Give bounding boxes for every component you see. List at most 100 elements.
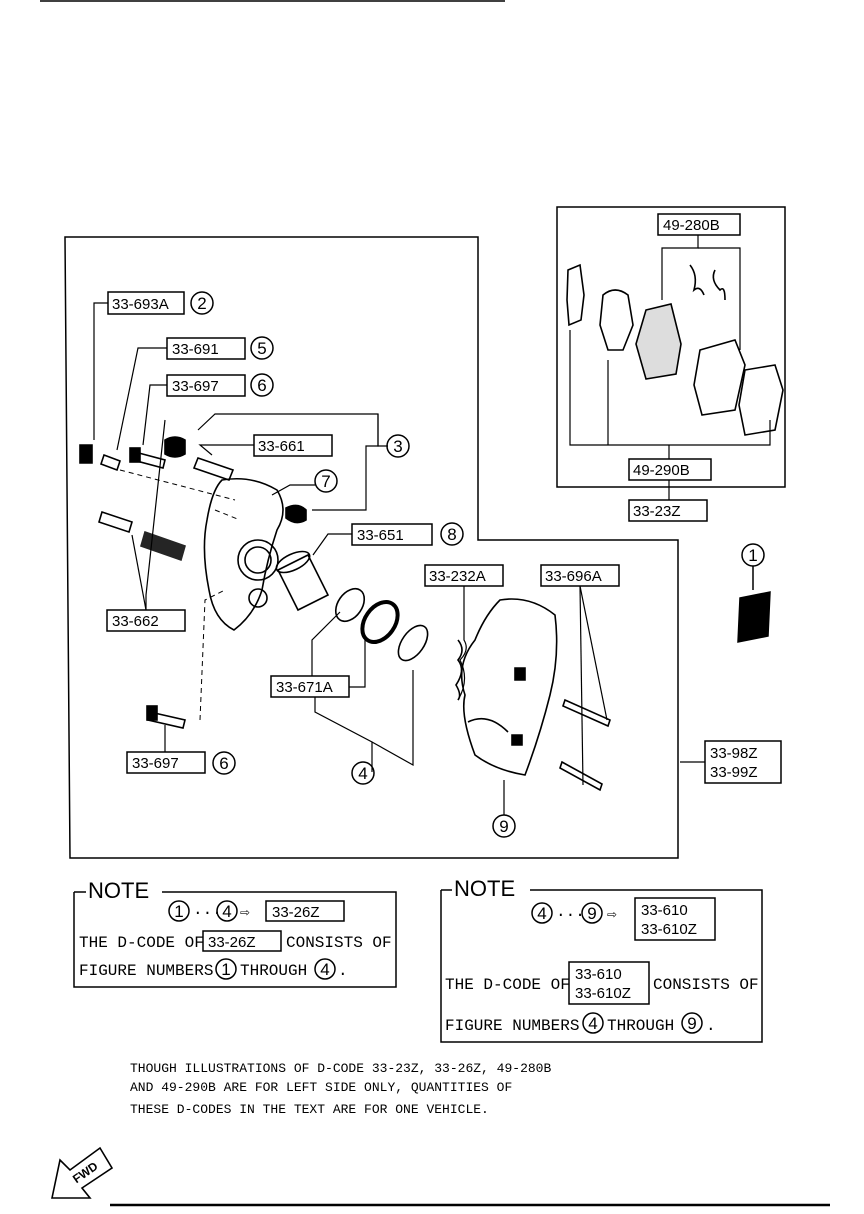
callout-33-697-lower: 33-697 <box>126 751 206 774</box>
callout-33-98z-text: 33-98Z <box>710 745 758 762</box>
fig-num-1-text: 1 <box>748 546 757 565</box>
note-right-text2-to: 9 <box>687 1014 696 1033</box>
note-left-text2a: FIGURE NUMBERS <box>79 962 213 980</box>
note-right-code1: 33-610 <box>641 902 688 919</box>
callout-33-662: 33-662 <box>106 609 186 632</box>
note-left-text2-to: 4 <box>320 960 329 979</box>
slide-pin-lower-part <box>559 760 603 792</box>
fig-num-8-text: 8 <box>447 525 456 544</box>
shim-inner-part <box>599 289 634 351</box>
callout-49-280b-text: 49-280B <box>663 217 720 234</box>
leader-lines <box>93 235 771 815</box>
pad-kit-parts <box>566 263 784 436</box>
note-right-text1b: CONSISTS OF <box>653 976 759 994</box>
note-right-arrow: ⇨ <box>607 906 617 924</box>
fig-num-8: 8 <box>440 522 464 546</box>
callout-33-651-text: 33-651 <box>357 527 404 544</box>
note-right-code2: 33-610Z <box>641 921 697 938</box>
callout-33-651: 33-651 <box>351 523 433 546</box>
slide-pin-upper-part <box>562 698 611 728</box>
brake-pad-outer-part <box>635 303 682 380</box>
callout-33-697-upper-text: 33-697 <box>172 378 219 395</box>
boot-7-part <box>285 504 307 524</box>
callout-33-23z-text: 33-23Z <box>633 503 681 520</box>
caliper-bore <box>237 539 279 581</box>
hardware-kit-part <box>737 566 771 643</box>
callout-49-280b: 49-280B <box>657 213 741 236</box>
callout-33-697-upper: 33-697 <box>166 374 246 397</box>
anti-rattle-spring-part <box>455 639 463 701</box>
fig-num-6-upper: 6 <box>250 373 274 397</box>
note-left-to: 4 <box>222 902 231 921</box>
note-left-code: 33-26Z <box>272 904 320 921</box>
note-right-from: 4 <box>537 904 546 923</box>
fig-num-3: 3 <box>386 434 410 458</box>
shim-back-part <box>738 364 784 436</box>
footnote-line2: AND 49-290B ARE FOR LEFT SIDE ONLY, QUAN… <box>130 1080 512 1095</box>
shim-outer-part <box>566 263 585 327</box>
note-left-text2-from: 1 <box>221 960 230 979</box>
fig-num-2: 2 <box>190 291 214 315</box>
callout-33-671a-text: 33-671A <box>276 679 333 696</box>
note-right-text2-from: 4 <box>588 1014 597 1033</box>
note-right-dots: ··· <box>556 906 585 924</box>
fig-num-1: 1 <box>741 543 765 567</box>
fig-num-4: 4 <box>351 761 375 785</box>
fig-num-6-lower-text: 6 <box>219 754 228 773</box>
note-left: NOTE 1 ··· 4 ⇨ 33-26Z THE D-CODE OF 33-2… <box>73 878 397 988</box>
note-right-text2a: FIGURE NUMBERS <box>445 1017 579 1035</box>
callout-33-671a: 33-671A <box>270 675 350 698</box>
note-left-text1a: THE D-CODE OF <box>79 934 204 952</box>
note-left-arrow: ⇨ <box>240 904 250 922</box>
note-right-text1a: THE D-CODE OF <box>445 976 570 994</box>
note-right-to: 9 <box>587 904 596 923</box>
callout-33-661-text: 33-661 <box>258 438 305 455</box>
note-right: NOTE 4 ··· 9 ⇨ 33-610 33-610Z THE D-CODE… <box>440 876 763 1043</box>
bleeder-screw-part <box>99 453 122 472</box>
note-left-text2b: THROUGH <box>240 962 307 980</box>
callout-33-691: 33-691 <box>166 337 246 360</box>
dashed-assembly-lines <box>119 469 241 721</box>
snap-ring-part <box>397 624 429 662</box>
caliper-parts <box>79 436 611 792</box>
note-left-text1-code: 33-26Z <box>208 934 256 951</box>
callout-49-290b-text: 49-290B <box>633 462 690 479</box>
note-left-text2c: . <box>338 962 348 980</box>
guide-pin-lower-part <box>98 510 133 534</box>
fig-num-3-text: 3 <box>393 437 402 456</box>
fig-num-9-text: 9 <box>499 817 508 836</box>
piston-seal-part <box>334 587 366 623</box>
bleeder-cap-part <box>79 444 93 464</box>
fig-num-5: 5 <box>250 336 274 360</box>
callout-33-232a: 33-232A <box>424 564 504 587</box>
callout-33-693a-text: 33-693A <box>112 296 169 313</box>
note-right-text2b: THROUGH <box>607 1017 674 1035</box>
callout-33-23z: 33-23Z <box>628 499 708 522</box>
footnote: THOUGH ILLUSTRATIONS OF D-CODE 33-23Z, 3… <box>130 1061 551 1117</box>
note-left-text1b: CONSISTS OF <box>286 934 392 952</box>
pad-clip-part <box>689 264 726 301</box>
note-left-heading: NOTE <box>88 878 149 903</box>
main-frame <box>64 236 679 859</box>
callout-33-661: 33-661 <box>253 434 333 457</box>
note-right-text1-code1: 33-610 <box>575 966 622 983</box>
callout-33-696a-text: 33-696A <box>545 568 602 585</box>
note-left-from: 1 <box>174 902 183 921</box>
fig-num-7: 7 <box>314 469 338 493</box>
fig-num-5-text: 5 <box>257 339 266 358</box>
footnote-line1: THOUGH ILLUSTRATIONS OF D-CODE 33-23Z, 3… <box>130 1061 551 1076</box>
fwd-arrow-icon: FWD <box>51 1146 114 1199</box>
fig-num-9: 9 <box>492 814 516 838</box>
caliper-bracket-part <box>460 598 558 776</box>
callout-33-232a-text: 33-232A <box>429 568 486 585</box>
callout-33-98z-99z: 33-98Z 33-99Z <box>704 740 782 784</box>
brake-pad-inner-part <box>693 339 746 416</box>
note-left-dots: ··· <box>193 904 222 922</box>
fig-num-4-text: 4 <box>358 764 367 783</box>
fig-num-7-text: 7 <box>321 472 330 491</box>
guide-pin-upper-part <box>192 456 235 482</box>
note-right-heading: NOTE <box>454 876 515 901</box>
callout-33-691-text: 33-691 <box>172 341 219 358</box>
caliper-body-part <box>203 477 284 631</box>
